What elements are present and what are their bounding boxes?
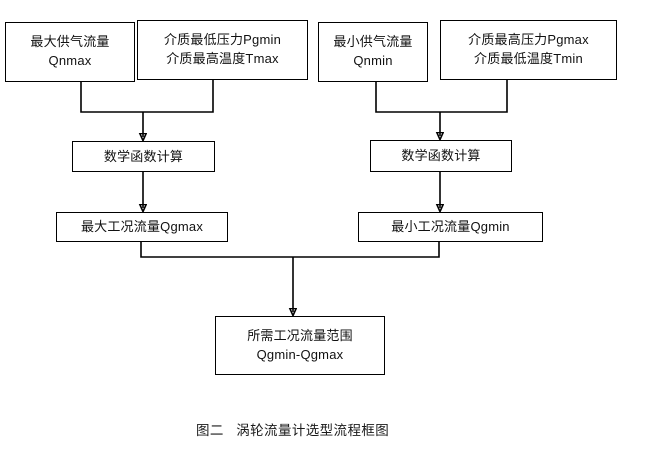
node-max-supply-flow-line2: Qnmax (48, 53, 92, 68)
edge-qnmin-to-calc-right (375, 80, 508, 113)
node-max-working-flow[interactable]: 最大工况流量Qgmax (56, 212, 228, 242)
node-required-flow-range-line2: Qgmin-Qgmax (256, 346, 344, 362)
node-min-pressure-max-temp[interactable]: 介质最低压力Pgmin 介质最高温度Tmax (137, 20, 308, 80)
node-min-pressure-max-temp-line2: 介质最高温度Tmax (166, 51, 279, 66)
edge-merge-bar (140, 242, 440, 258)
node-max-supply-flow[interactable]: 最大供气流量 Qnmax (5, 22, 135, 82)
node-math-function-calc-right[interactable]: 数学函数计算 (370, 140, 512, 172)
node-min-pressure-max-temp-line1: 介质最低压力Pgmin (163, 32, 282, 48)
node-min-supply-flow-line1: 最小供气流量 (333, 34, 413, 50)
edge-qnmax-to-calc-left (80, 80, 214, 113)
node-required-flow-range[interactable]: 所需工况流量范围 Qgmin-Qgmax (215, 316, 385, 375)
node-min-supply-flow[interactable]: 最小供气流量 Qnmin (318, 22, 428, 82)
node-max-pressure-min-temp-line2: 介质最低温度Tmin (474, 51, 583, 66)
node-min-working-flow[interactable]: 最小工况流量Qgmin (358, 212, 543, 242)
node-max-pressure-min-temp[interactable]: 介质最高压力Pgmax 介质最低温度Tmin (440, 20, 617, 80)
node-min-working-flow-label: 最小工况流量Qgmin (391, 219, 510, 235)
node-math-function-calc-left-label: 数学函数计算 (103, 148, 184, 164)
node-min-supply-flow-line2: Qnmin (353, 53, 393, 68)
node-max-supply-flow-line1: 最大供气流量 (30, 34, 110, 50)
node-math-function-calc-left[interactable]: 数学函数计算 (72, 141, 215, 172)
node-math-function-calc-right-label: 数学函数计算 (401, 148, 481, 164)
node-required-flow-range-line1: 所需工况流量范围 (247, 327, 353, 343)
figure-caption: 图二 涡轮流量计选型流程框图 (196, 423, 390, 438)
node-max-pressure-min-temp-line1: 介质最高压力Pgmax (468, 32, 589, 48)
node-max-working-flow-label: 最大工况流量Qgmax (80, 219, 204, 235)
